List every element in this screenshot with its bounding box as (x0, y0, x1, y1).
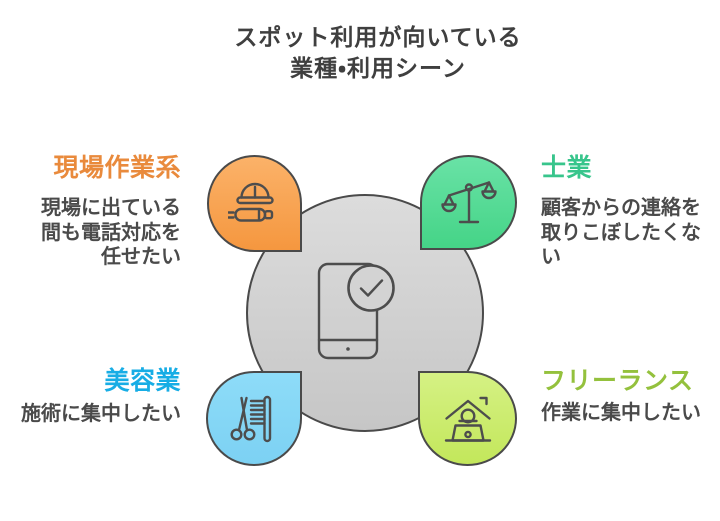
quadrant-description-freelance: 作業に集中したい (541, 402, 701, 424)
page-title: スポット利用が向いている 業種・利用シーン (0, 22, 720, 84)
page-title-line2: 業種・利用シーン (290, 55, 466, 81)
quadrant-label-professional-services: 士業 (541, 154, 593, 182)
balance-scale-icon (440, 180, 497, 223)
quadrant-description-professional-services: 顧客からの連絡を 取りこぼしたくな い (541, 197, 701, 268)
page-title-line1: スポット利用が向いている (234, 24, 522, 50)
scissors-comb-icon (230, 395, 272, 442)
house-laptop-icon (444, 396, 491, 442)
quadrant-label-freelance: フリーランス (541, 367, 694, 395)
bubble-beauty (206, 371, 302, 466)
hard-hat-blueprint-icon (227, 182, 274, 222)
bubble-freelance (418, 371, 517, 466)
quadrant-label-field-work: 現場作業系 (53, 154, 181, 182)
checkmark (359, 279, 384, 297)
quadrant-description-field-work: 現場に出ている 間も電話対応を 任せたい (41, 197, 181, 268)
home-button-dot (346, 347, 350, 351)
smartphone-check-icon (317, 262, 395, 360)
bubble-field-work (207, 155, 302, 252)
bubble-professional-services (420, 155, 517, 250)
quadrant-label-beauty: 美容業 (104, 367, 181, 395)
quadrant-description-beauty: 施術に集中したい (21, 403, 181, 425)
check-circle (347, 264, 395, 312)
